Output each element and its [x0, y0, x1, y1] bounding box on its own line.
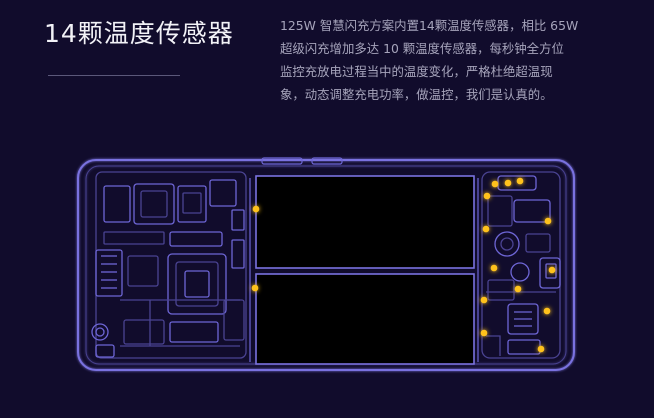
sensor-dot	[483, 192, 491, 200]
sensor-dot	[480, 329, 488, 337]
description-line: 监控充放电过程当中的温度变化，严格杜绝超温现	[280, 64, 553, 79]
sensor-dot	[543, 307, 551, 315]
left-board	[91, 171, 247, 359]
description-line: 超级闪充增加多达 10 颗温度传感器，每秒钟全方位	[280, 41, 564, 56]
sensor-dot	[504, 179, 512, 187]
sensor-dot	[491, 180, 499, 188]
battery	[249, 175, 479, 365]
description-line: 象，动态调整充电功率，做温控，我们是认真的。	[280, 87, 553, 102]
sensor-dot	[544, 217, 552, 225]
title-divider	[48, 75, 180, 76]
sensor-dot	[516, 177, 524, 185]
sensor-dot	[482, 225, 490, 233]
sensor-dot	[537, 345, 545, 353]
temperature-sensors	[251, 177, 556, 353]
sensor-dot	[251, 284, 259, 292]
sensor-dot	[480, 296, 488, 304]
description: 125W 智慧闪充方案内置14颗温度传感器，相比 65W 超级闪充增加多达 10…	[280, 14, 625, 106]
sensor-dot	[548, 266, 556, 274]
sensor-dot	[490, 264, 498, 272]
description-line: 125W 智慧闪充方案内置14颗温度传感器，相比 65W	[280, 18, 579, 33]
top-connector	[261, 157, 343, 165]
sensor-dot	[514, 285, 522, 293]
sensor-dot	[252, 205, 260, 213]
page-title: 14颗温度传感器	[44, 19, 234, 48]
